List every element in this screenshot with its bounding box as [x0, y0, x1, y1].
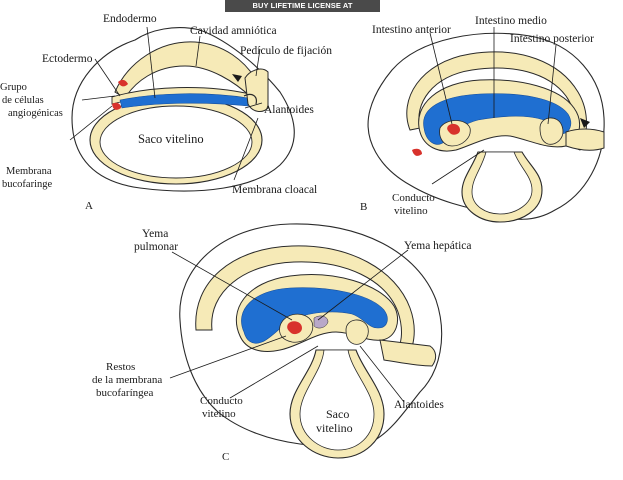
- panel-b-hindgut: [539, 117, 564, 145]
- panel-b-leader-lines: [429, 27, 557, 185]
- label-yema-hepatica: Yema hepática: [404, 240, 472, 252]
- label-conducto-vitelino-c-1: Conducto: [200, 395, 243, 407]
- label-conducto-vitelino-c-2: vitelino: [202, 408, 236, 420]
- label-conducto-vitelino-b-2: vitelino: [394, 205, 428, 217]
- label-pediculo-fijacion: Pedículo de fijación: [240, 45, 332, 57]
- label-saco-vitelino-c-2: vitelino: [316, 421, 353, 435]
- panel-b-connecting-stalk: [565, 128, 605, 151]
- panel-a-letter: A: [85, 200, 93, 212]
- panel-a: Endodermo Cavidad amniótica Ectodermo Pe…: [0, 13, 332, 212]
- panel-c-hindgut: [345, 319, 369, 345]
- panel-c-connecting-stalk: [379, 339, 437, 367]
- label-membrana-bucofaringe-1: Membrana: [6, 166, 52, 177]
- label-intestino-medio: Intestino medio: [475, 15, 547, 27]
- label-membrana-cloacal: Membrana cloacal: [232, 184, 317, 196]
- label-grupo-celulas-2: de células: [2, 95, 44, 106]
- label-saco-vitelino-c-1: Saco: [326, 407, 349, 421]
- label-intestino-anterior: Intestino anterior: [372, 24, 451, 36]
- panel-a-angiogenic-cells-top: [118, 79, 128, 87]
- panel-a-allantois-arrow: [232, 74, 242, 82]
- panel-c-heart: [287, 321, 302, 335]
- panel-c-endoderm: [241, 287, 388, 344]
- panel-b-allantois-arrow: [580, 118, 590, 128]
- label-ectodermo: Ectodermo: [42, 53, 93, 65]
- panel-b: Intestino anterior Intestino medio Intes…: [360, 15, 605, 223]
- panel-a-allantois: [243, 93, 257, 105]
- panel-c-yolk-sac-cavity: [299, 349, 375, 451]
- panel-a-yolk-sac-cavity: [99, 105, 253, 179]
- label-membrana-bucofaringe-2: bucofaringe: [2, 179, 52, 190]
- panel-a-connecting-stalk: [244, 68, 269, 112]
- panel-c-letter: C: [222, 451, 229, 463]
- panel-a-endoderm: [119, 93, 249, 109]
- panel-c-liver-bud: [313, 315, 329, 329]
- panel-b-yolk-sac-cavity: [471, 151, 533, 215]
- label-cavidad-amniotica: Cavidad amniótica: [190, 25, 277, 37]
- label-alantoides-c: Alantoides: [394, 399, 444, 411]
- label-intestino-posterior: Intestino posterior: [510, 33, 594, 45]
- label-restos-2: de la membrana: [92, 374, 162, 386]
- watermark-banner: BUY LIFETIME LICENSE AT WWW.MIRILLIS.COM: [225, 0, 380, 22]
- label-conducto-vitelino-b-1: Conducto: [392, 192, 435, 204]
- label-grupo-celulas-1: Grupo: [0, 82, 27, 93]
- label-saco-vitelino-a: Saco vitelino: [138, 132, 204, 146]
- label-restos-1: Restos: [106, 361, 135, 373]
- label-endodermo: Endodermo: [103, 13, 157, 25]
- panel-a-leader-lines: [69, 26, 263, 181]
- label-restos-3: bucofaríngea: [96, 387, 154, 399]
- panel-b-vessel: [412, 148, 422, 156]
- label-grupo-celulas-3: angiogénicas: [8, 108, 63, 119]
- panel-c: Yema pulmonar Yema hepática Restos de la…: [92, 223, 472, 463]
- panel-c-leader-lines: [169, 249, 409, 403]
- panel-b-heart: [447, 123, 460, 135]
- label-yema-pulmonar-2: pulmonar: [134, 241, 178, 253]
- panel-a-angiogenic-cells-bottom: [112, 102, 121, 110]
- label-yema-pulmonar-1: Yema: [142, 228, 168, 240]
- panel-b-letter: B: [360, 201, 367, 213]
- label-alantoides-a: Alantoides: [264, 104, 314, 116]
